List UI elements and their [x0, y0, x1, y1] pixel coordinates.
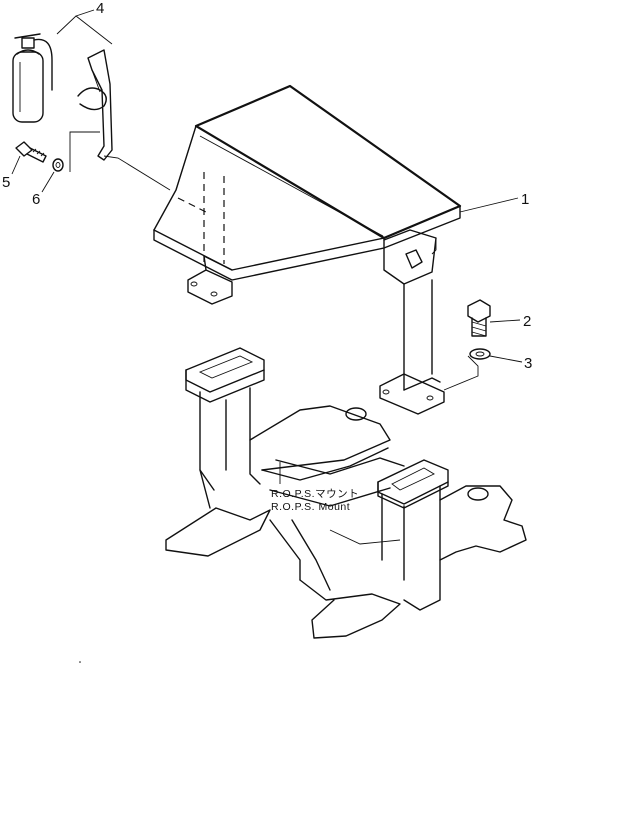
callout-2-3-leaders: [443, 319, 523, 391]
callout-4: 4: [96, 0, 104, 17]
callout-4-leader: [56, 9, 113, 45]
mount-label-jp: R.O.P.S.マウント: [271, 488, 359, 500]
rops-mount-frame: [165, 347, 527, 639]
washer-3: [469, 348, 491, 360]
canopy-left-foot: [187, 255, 233, 305]
canopy-right-post: [379, 229, 445, 415]
bolt-2: [467, 299, 491, 337]
callout-3: 3: [524, 355, 532, 372]
callout-6: 6: [32, 191, 40, 208]
callout-5-6-leaders: [11, 155, 55, 193]
rops-mount-label: R.O.P.S.マウント R.O.P.S. Mount: [271, 488, 359, 513]
washer-6: [52, 158, 64, 172]
callout-5: 5: [2, 174, 10, 191]
callout-1: 1: [521, 191, 529, 208]
bracket-leader: [69, 131, 171, 191]
callout-2: 2: [523, 313, 531, 330]
fire-extinguisher: [12, 33, 53, 123]
extinguisher-bracket: [77, 49, 113, 161]
mount-label-en: R.O.P.S. Mount: [271, 501, 350, 513]
speck: [79, 661, 81, 663]
callout-1-leader: [459, 197, 519, 213]
bolt-5: [15, 141, 47, 163]
